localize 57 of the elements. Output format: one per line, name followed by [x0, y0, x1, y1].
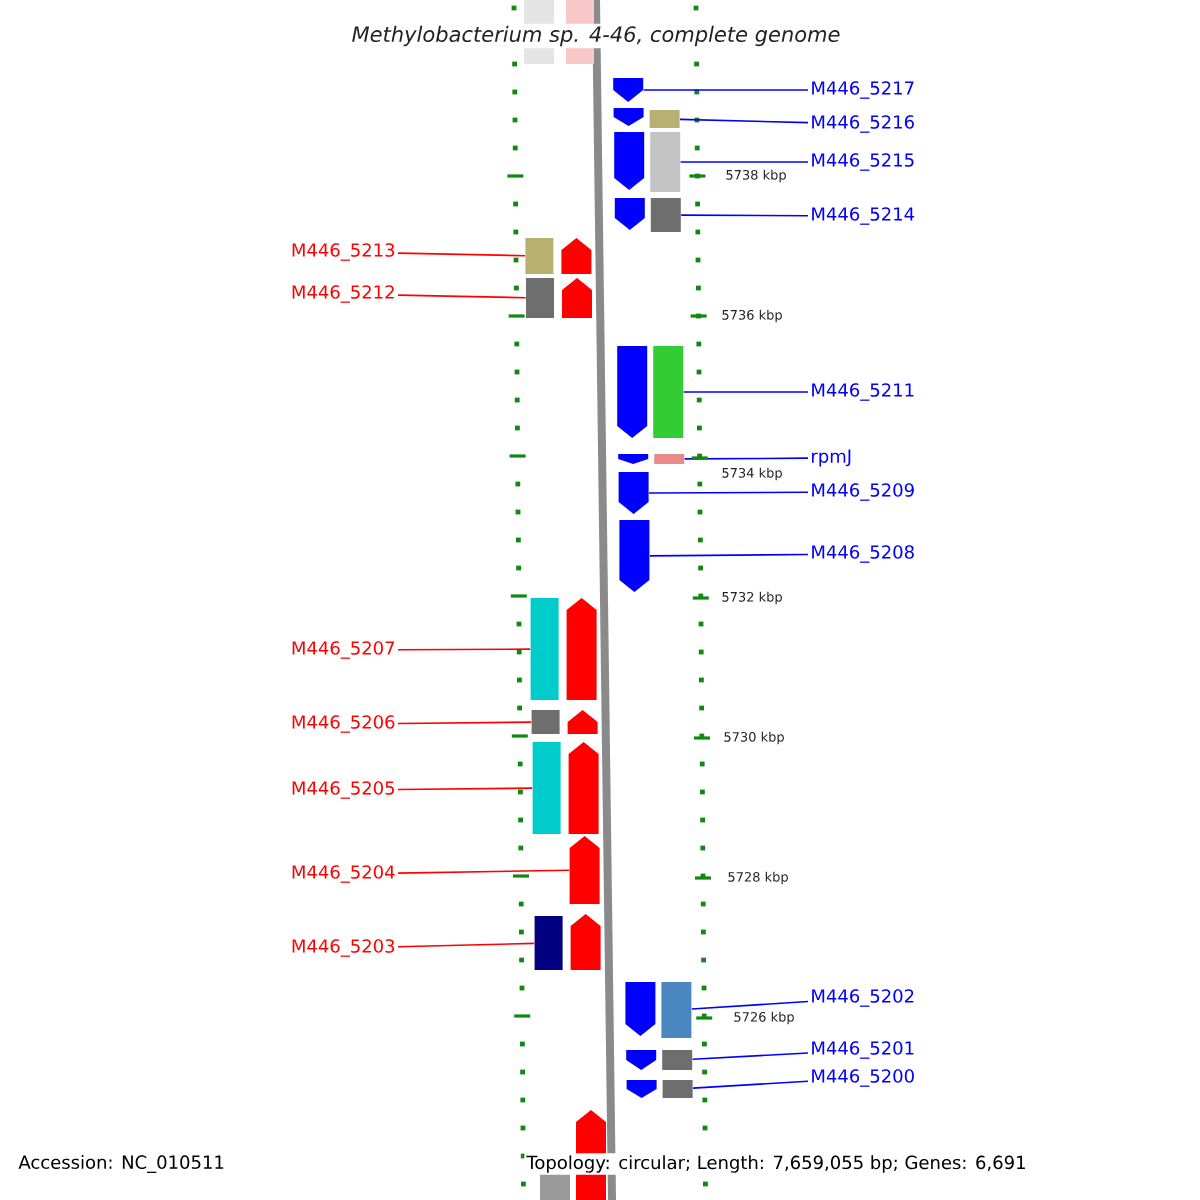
leader-line: [397, 252, 526, 257]
leader-line: [397, 294, 527, 299]
gene-label: M446_5203: [292, 939, 395, 957]
gene-label: M446_5212: [292, 285, 394, 303]
leader-line: [679, 161, 809, 163]
gene-box: [532, 742, 561, 834]
gene-label: M446_5207: [292, 641, 395, 659]
gene-label: M446_5205: [292, 781, 394, 799]
gene-label: M446_5208: [812, 545, 914, 563]
gene-box: [662, 1050, 693, 1070]
gene-box: [525, 238, 554, 274]
summary-text: Topology: circular; Length: 7,659,055 bp; Genes: 6,691: [524, 1153, 1029, 1175]
gene-label: M446_5209: [812, 483, 914, 501]
gene-box: [661, 982, 692, 1038]
gene-box: [650, 132, 681, 192]
leader-line: [649, 553, 809, 557]
gene-label: M446_5206: [292, 715, 395, 733]
gene-label: M446_5216: [812, 115, 914, 133]
leader-line: [642, 89, 809, 91]
leader-line: [683, 457, 809, 460]
leader-line: [679, 118, 809, 124]
leader-line: [680, 214, 809, 217]
gene-box: [534, 916, 563, 970]
leader-line: [397, 787, 533, 791]
leader-line: [691, 1000, 809, 1010]
gene-box: [650, 198, 681, 232]
gene-label: M446_5200: [812, 1069, 914, 1087]
gene-box: [649, 110, 680, 128]
leader-line: [397, 942, 535, 948]
gene-label: M446_5211: [812, 383, 914, 401]
gene-glyph: [569, 836, 600, 904]
gene-glyph: [618, 472, 649, 514]
gene-label: M446_5217: [812, 81, 914, 99]
gene-box: [653, 346, 684, 438]
gene-label: M446_5202: [812, 989, 914, 1007]
accession-text: Accession: NC_010511: [18, 1155, 224, 1173]
gene-label: M446_5213: [292, 243, 395, 261]
gene-label: M446_5201: [812, 1041, 914, 1059]
leader-line: [397, 648, 531, 651]
gene-box: [530, 598, 559, 700]
gene-glyph: [613, 78, 644, 102]
leader-line: [691, 1052, 809, 1060]
leader-line: [692, 1080, 809, 1089]
gene-label: rpmJ: [812, 449, 851, 467]
gene-box: [654, 454, 685, 464]
leader-line: [682, 391, 809, 393]
gene-label: M446_5214: [812, 207, 915, 225]
title: Methylobacterium sp. 4-46, complete genome: [349, 23, 843, 49]
leader-line: [397, 869, 570, 874]
gene-box: [662, 1080, 693, 1098]
gene-box: [526, 278, 554, 318]
leader-line: [648, 491, 809, 494]
leader-line: [397, 721, 532, 725]
gene-box: [531, 710, 560, 734]
gene-label: M446_5204: [292, 865, 395, 883]
gene-label: M446_5215: [812, 153, 914, 171]
gene-glyph: [619, 520, 650, 592]
